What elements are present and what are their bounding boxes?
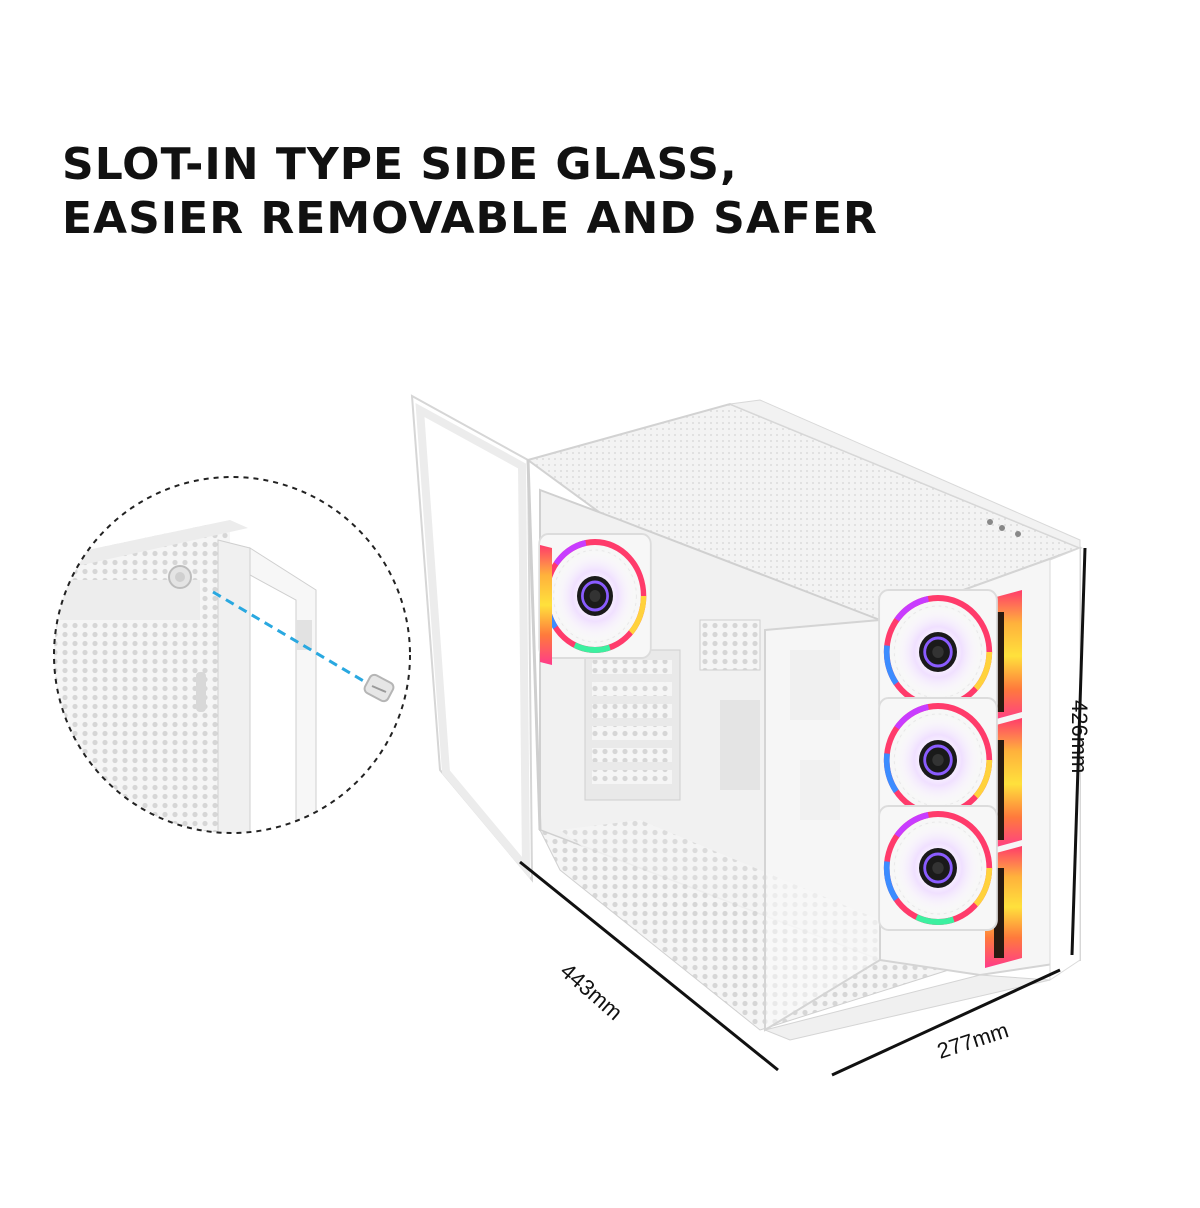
thumb-screw-icon: [363, 673, 395, 703]
headline-line-2: EASIER REMOVABLE AND SAFER: [62, 193, 878, 244]
front-fan-1: [879, 590, 997, 714]
depth-dimension-line: [519, 860, 779, 1072]
headline-line-1: SLOT-IN TYPE SIDE GLASS,: [62, 139, 738, 190]
height-dimension-line: [1070, 547, 1087, 956]
front-glass: [764, 618, 881, 1032]
pci-slot-covers: [584, 649, 681, 801]
detail-zoom-circle: [53, 476, 411, 834]
rear-fan: [539, 534, 651, 658]
screw-guide-line: [212, 590, 373, 688]
pc-case: [410, 394, 1083, 1041]
dimension-lines: [519, 547, 1087, 1077]
headline: SLOT-IN TYPE SIDE GLASS, EASIER REMOVABL…: [62, 138, 878, 246]
front-fan-2: [879, 698, 997, 822]
width-dimension-line: [831, 968, 1061, 1077]
height-label: 426mm: [1067, 700, 1092, 774]
front-fan-3: [879, 806, 997, 930]
